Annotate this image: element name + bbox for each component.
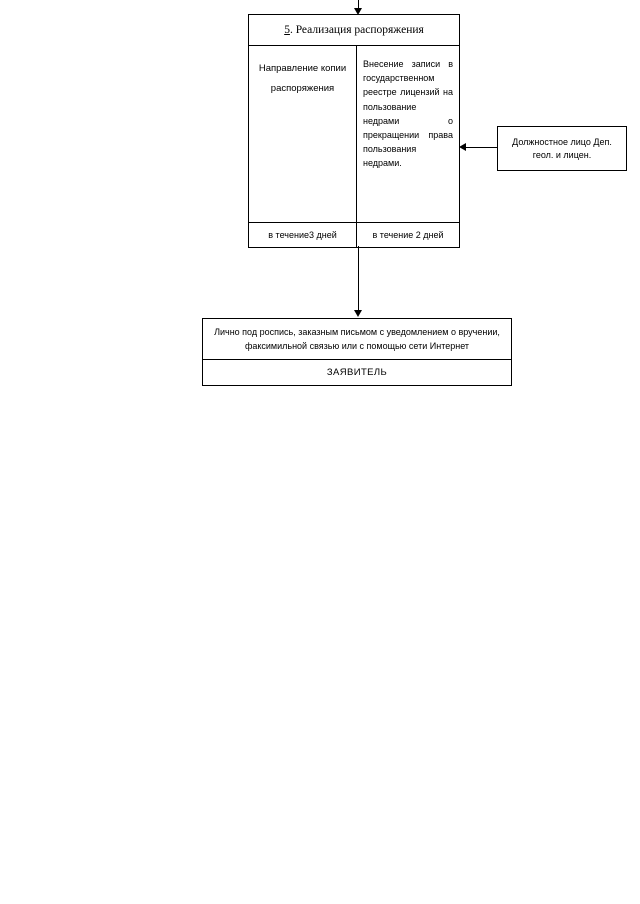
- table-to-applicant-line: [358, 246, 359, 310]
- process-title: 5. Реализация распоряжения: [284, 24, 424, 37]
- actor-label: Должностное лицо Деп. геол. и лицен.: [512, 136, 612, 160]
- table-to-applicant-arrow-icon: [354, 310, 362, 317]
- process-cell-task-2: Внесение записи в государственном реестр…: [357, 46, 459, 222]
- actor-box: Должностное лицо Деп. геол. и лицен.: [497, 126, 627, 171]
- process-title-step-number: 5: [284, 23, 290, 36]
- process-table-header: 5. Реализация распоряжения: [249, 15, 459, 46]
- process-table: 5. Реализация распоряжения Направление к…: [248, 14, 460, 248]
- incoming-top-arrow-icon: [354, 8, 362, 15]
- process-title-number: 5. Реализация распоряжения: [284, 24, 424, 36]
- applicant-delivery-methods-text: Лично под роспись, заказным письмом с ув…: [214, 327, 500, 351]
- process-duration-1-text: в течение3 дней: [268, 229, 337, 240]
- actor-to-table-line: [466, 147, 497, 148]
- applicant-recipient-text: ЗАЯВИТЕЛЬ: [326, 366, 388, 378]
- process-task-2-text: Внесение записи в государственном реестр…: [363, 59, 453, 169]
- actor-to-table-arrow-icon: [459, 143, 466, 151]
- process-duration-2-text: в течение 2 дней: [372, 229, 444, 240]
- process-table-footer: в течение3 дней в течение 2 дней: [249, 223, 459, 247]
- applicant-delivery-methods: Лично под роспись, заказным письмом с ув…: [203, 319, 511, 360]
- process-table-body: Направление копии распоряжения Внесение …: [249, 46, 459, 223]
- process-cell-duration-2: в течение 2 дней: [357, 223, 459, 247]
- process-task-1-text: Направление копии распоряжения: [258, 63, 347, 94]
- applicant-box: Лично под роспись, заказным письмом с ув…: [202, 318, 512, 386]
- process-title-step-text: . Реализация распоряжения: [289, 23, 424, 36]
- process-cell-duration-1: в течение3 дней: [249, 223, 357, 247]
- process-cell-task-1: Направление копии распоряжения: [249, 46, 357, 222]
- applicant-recipient: ЗАЯВИТЕЛЬ: [203, 360, 511, 385]
- incoming-top-line: [358, 0, 359, 9]
